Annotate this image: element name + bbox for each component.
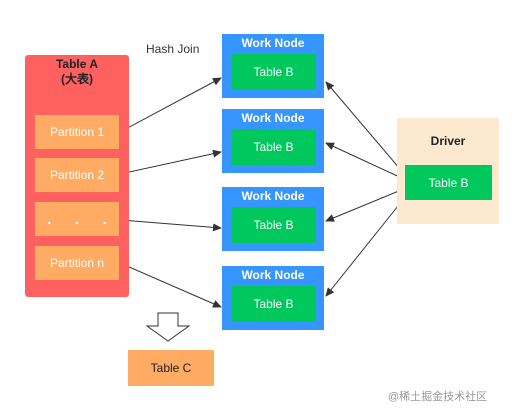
work-node-title: Work Node bbox=[241, 36, 305, 50]
partition-n: Partition n bbox=[35, 246, 119, 280]
hash-join-label: Hash Join bbox=[146, 42, 200, 56]
work-node-3: Work Node Table B bbox=[222, 187, 324, 251]
arrow-driver-worknode2 bbox=[325, 142, 407, 181]
work-node-title: Work Node bbox=[241, 268, 305, 282]
driver-table-b: Table B bbox=[405, 165, 492, 200]
work-node-title: Work Node bbox=[241, 111, 305, 125]
arrow-driver-worknode3 bbox=[325, 187, 407, 222]
arrow-partitionn-worknode4 bbox=[111, 256, 222, 308]
partition-ellipsis: . . . bbox=[35, 202, 119, 236]
arrow-driver-worknode4 bbox=[325, 195, 407, 297]
work-node-2: Work Node Table B bbox=[222, 109, 324, 173]
down-arrow-icon bbox=[145, 312, 191, 342]
table-a-title: Table A (大表) bbox=[25, 55, 129, 87]
work-node-table-b: Table B bbox=[231, 54, 316, 90]
driver-title: Driver bbox=[430, 134, 466, 148]
partition-2: Partition 2 bbox=[35, 158, 119, 192]
arrow-driver-worknode1 bbox=[325, 81, 407, 177]
arrow-dots-worknode3 bbox=[111, 215, 222, 232]
table-c: Table C bbox=[128, 350, 214, 386]
partition-1: Partition 1 bbox=[35, 115, 119, 149]
arrow-partition2-worknode2 bbox=[111, 149, 222, 180]
work-node-table-b: Table B bbox=[231, 286, 316, 322]
table-a-subtitle: (大表) bbox=[61, 72, 93, 86]
work-node-table-b: Table B bbox=[231, 129, 316, 165]
arrow-partition1-worknode1 bbox=[111, 77, 222, 140]
work-node-title: Work Node bbox=[241, 189, 305, 203]
work-node-4: Work Node Table B bbox=[222, 266, 324, 330]
driver-container: Driver Table B bbox=[397, 118, 499, 224]
table-a-name: Table A bbox=[55, 57, 98, 71]
work-node-1: Work Node Table B bbox=[222, 34, 324, 98]
work-node-table-b: Table B bbox=[231, 207, 316, 243]
watermark: @稀土掘金技术社区 bbox=[388, 391, 488, 403]
